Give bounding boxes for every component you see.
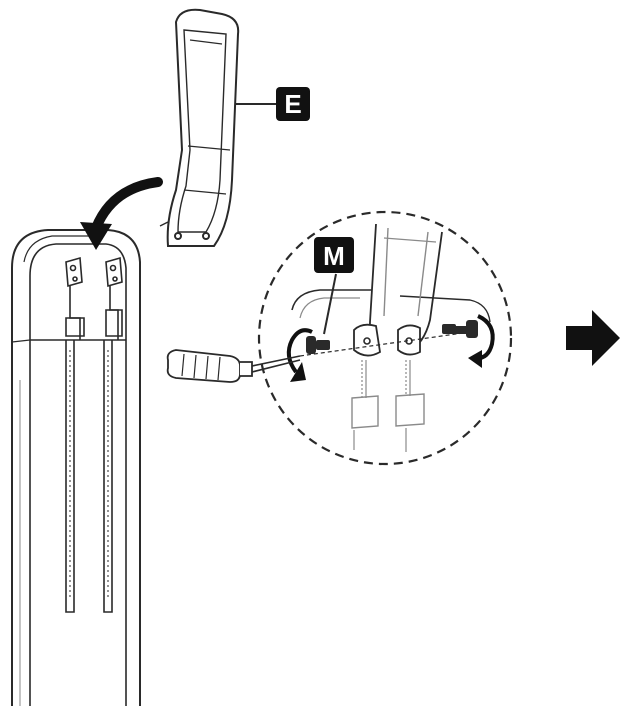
rotate-arrow-head-left [290, 362, 306, 382]
screwdriver [166, 349, 301, 383]
backrest-frame [11, 229, 141, 706]
part-e-bracket [159, 8, 240, 247]
screw-left [306, 336, 330, 354]
detail-circle [257, 210, 513, 466]
part-e-label-text: E [284, 89, 301, 119]
screw-right [442, 320, 478, 338]
frame-bracket-right [103, 256, 123, 613]
frame-bracket-left [65, 256, 85, 613]
part-m-label-text: M [323, 241, 345, 271]
rotate-arrow-head-right [468, 350, 482, 368]
part-m-label: M [314, 237, 354, 335]
arrow-right-icon [566, 310, 620, 366]
part-e-label: E [236, 87, 310, 121]
curved-arrow-icon [80, 177, 163, 250]
